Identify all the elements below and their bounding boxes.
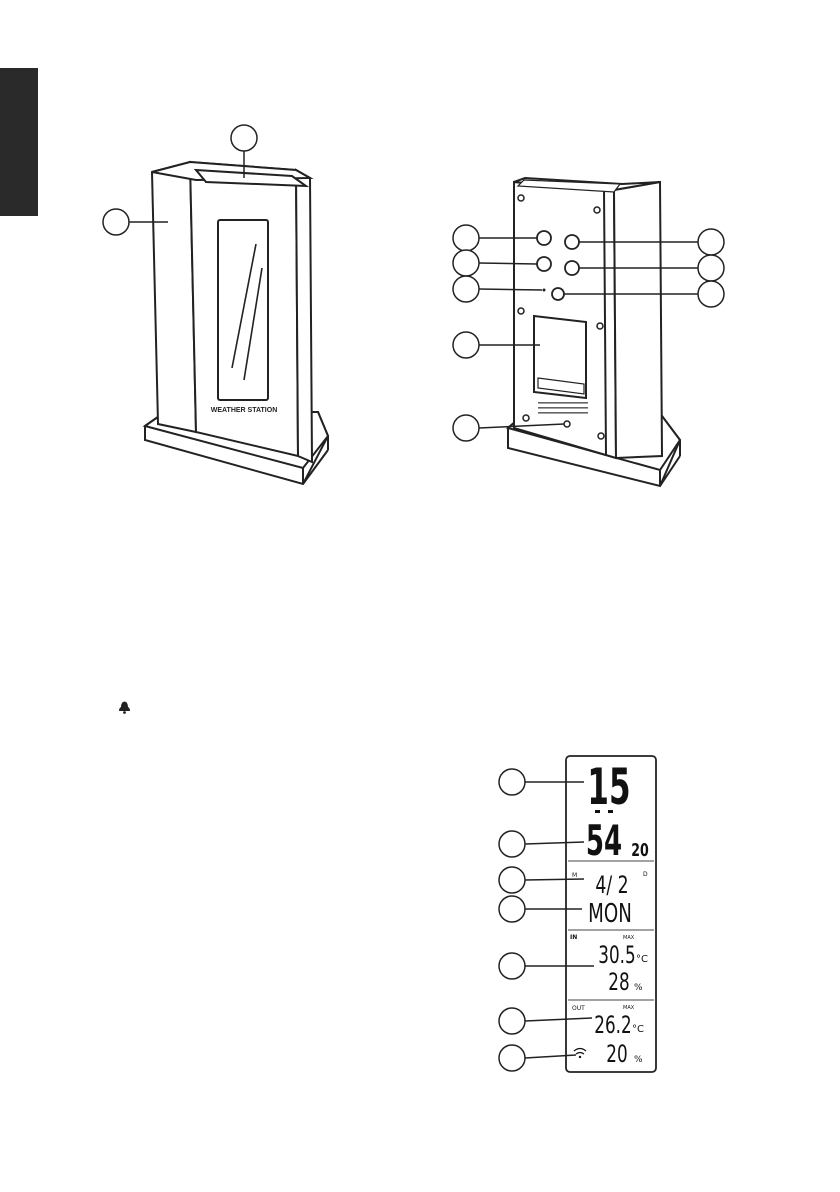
callout-circle xyxy=(698,229,724,255)
lcd-colon xyxy=(595,810,600,813)
bell-icon xyxy=(119,702,130,714)
callout-circle xyxy=(499,831,525,857)
back-view xyxy=(508,178,680,486)
front-view xyxy=(145,162,328,484)
callout-circle xyxy=(499,769,525,795)
lcd-minute: 54 xyxy=(586,818,622,866)
callout-circle xyxy=(698,281,724,307)
lcd-indoor-humidity-unit: % xyxy=(634,983,643,993)
lcd-outdoor-humidity: 20 xyxy=(606,1040,627,1068)
callout-circle xyxy=(453,332,479,358)
lcd-outdoor-temp-unit: °C xyxy=(632,1024,644,1035)
front-label-text: WEATHER STATION xyxy=(211,407,278,414)
lcd-weekday: MON xyxy=(588,899,632,929)
callout-circle xyxy=(499,953,525,979)
lcd-indoor-temp-unit: °C xyxy=(636,954,648,965)
callout-circle xyxy=(499,896,525,922)
callout-circle xyxy=(453,276,479,302)
callout-circle xyxy=(698,255,724,281)
callout-circle xyxy=(499,1008,525,1034)
callout-circle xyxy=(453,225,479,251)
lcd-month-label: M xyxy=(572,872,577,879)
callout-circle xyxy=(231,125,257,151)
lcd-indoor-humidity: 28 xyxy=(608,968,629,996)
callout-circle xyxy=(499,867,525,893)
lcd-outdoor-humidity-unit: % xyxy=(634,1055,643,1065)
lcd-outdoor-temp: 26.2 xyxy=(594,1011,631,1039)
callout-circle xyxy=(453,250,479,276)
lcd-hour: 15 xyxy=(587,757,630,816)
callout-circle xyxy=(103,209,129,235)
callout-circle xyxy=(453,415,479,441)
lcd-day-label: D xyxy=(643,871,648,878)
callout-circle xyxy=(499,1045,525,1071)
lcd-indoor-temp: 30.5 xyxy=(598,941,635,969)
lcd-date: 4/ 2 xyxy=(595,871,628,899)
lcd-outdoor-label: OUT xyxy=(572,1005,585,1012)
lcd-seconds: 20 xyxy=(631,840,649,861)
lcd-indoor-label: IN xyxy=(570,934,577,941)
